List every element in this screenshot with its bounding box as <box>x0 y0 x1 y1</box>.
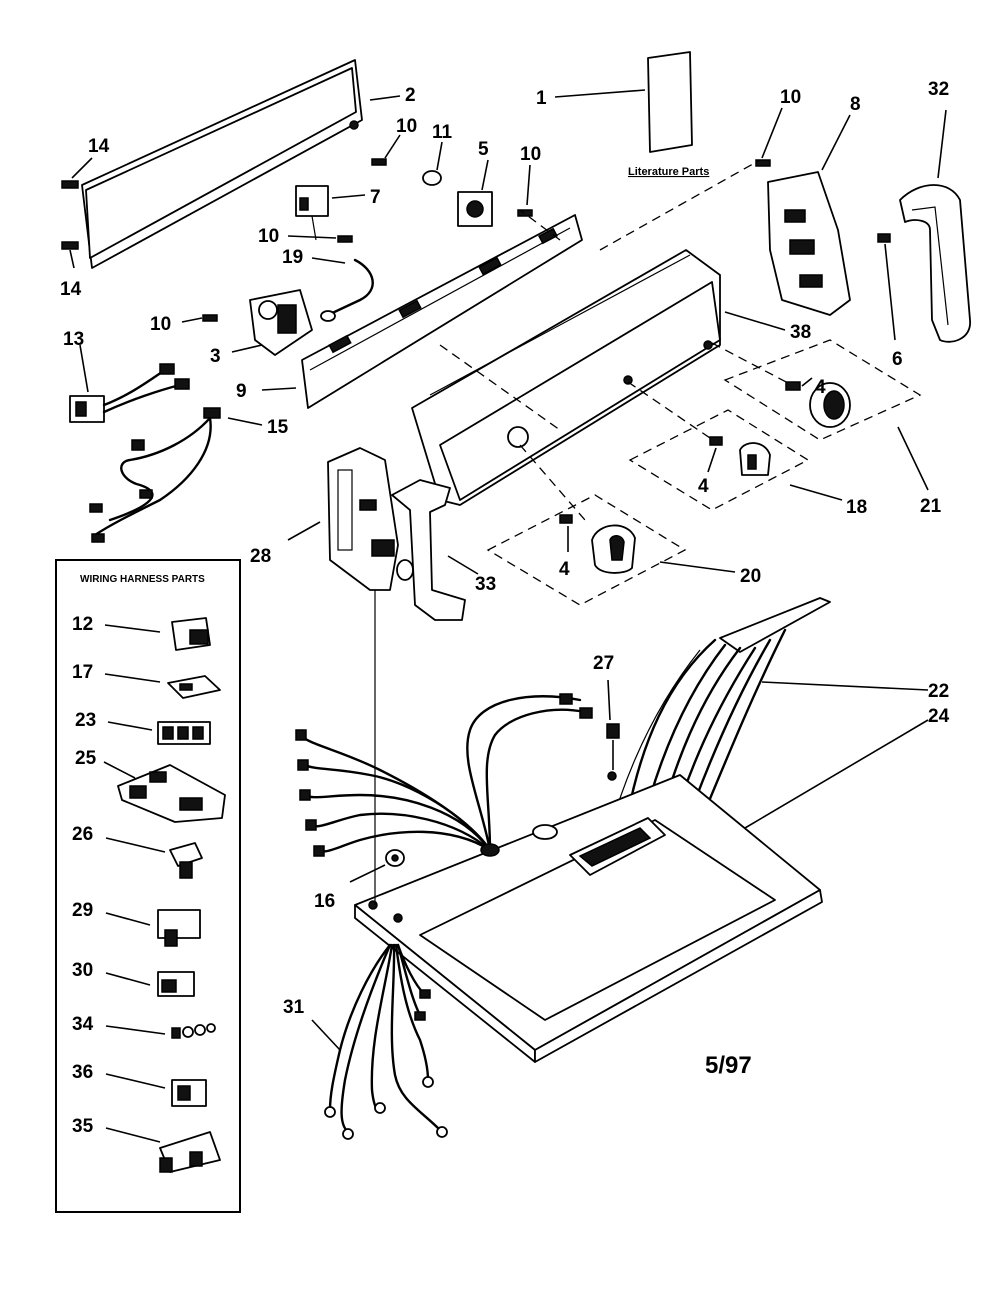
callout-10-d: 10 <box>150 314 171 335</box>
callout-24: 24 <box>928 706 950 727</box>
part-19-wire <box>320 258 374 322</box>
harness-part-29: 29 <box>72 900 93 921</box>
part-13-harness <box>69 363 190 423</box>
screw-10-a <box>371 158 387 166</box>
callout-28: 28 <box>250 546 271 567</box>
callout-33: 33 <box>475 574 496 595</box>
connector-29 <box>157 909 201 947</box>
connector-26 <box>169 842 203 879</box>
callout-10-b: 10 <box>520 144 541 165</box>
connector-23 <box>157 721 211 745</box>
literature-label: Literature Parts <box>628 166 709 178</box>
screw-10-e <box>755 159 771 167</box>
callout-22: 22 <box>928 681 949 702</box>
part-27-clip <box>606 723 620 770</box>
callout-2: 2 <box>405 85 416 106</box>
harness-part-12: 12 <box>72 614 93 635</box>
connector-12 <box>171 617 211 651</box>
callout-31: 31 <box>283 997 305 1018</box>
callout-9: 9 <box>236 381 247 402</box>
part-8-end-bracket <box>767 171 851 316</box>
callout-4-left: 4 <box>559 559 570 580</box>
callout-38: 38 <box>790 322 811 343</box>
callout-7: 7 <box>370 187 381 208</box>
callout-16: 16 <box>314 891 335 912</box>
callout-10-a: 10 <box>396 116 417 137</box>
harness-part-30: 30 <box>72 960 93 981</box>
callout-10-c: 10 <box>258 226 279 247</box>
screw-10-d <box>202 314 218 322</box>
literature-parts <box>647 51 693 153</box>
callout-13: 13 <box>63 329 84 350</box>
callout-14-upper: 14 <box>88 136 110 157</box>
part-16-clip <box>385 849 405 867</box>
callout-27: 27 <box>593 653 614 674</box>
connector-30 <box>157 971 195 997</box>
connector-34 <box>171 1023 216 1039</box>
part-24-top <box>354 771 823 1063</box>
callout-32: 32 <box>928 79 949 100</box>
screw-6 <box>877 233 891 243</box>
part-33-end-cap <box>391 479 466 621</box>
connector-36 <box>171 1079 207 1107</box>
harness-part-17: 17 <box>72 662 93 683</box>
harness-part-23: 23 <box>75 710 96 731</box>
knob-group-21 <box>723 339 922 441</box>
part-15-harness <box>89 407 221 543</box>
harness-part-34: 34 <box>72 1014 94 1035</box>
part-7-switch <box>295 185 329 241</box>
part-5-switch <box>457 191 493 227</box>
callout-1: 1 <box>536 88 547 109</box>
callout-18: 18 <box>846 497 867 518</box>
callout-5: 5 <box>478 139 489 160</box>
harness-part-26: 26 <box>72 824 93 845</box>
callout-14-lower: 14 <box>60 279 82 300</box>
callout-15: 15 <box>267 417 289 438</box>
screw-10-c <box>337 235 353 243</box>
screw-14-upper <box>61 180 79 189</box>
wiring-harness-parts-box: WIRING HARNESS PARTS 12 17 23 25 <box>55 559 241 1213</box>
harness-part-25: 25 <box>75 748 97 769</box>
callout-8: 8 <box>850 94 861 115</box>
connector-35 <box>159 1131 221 1173</box>
part-3-timer <box>249 289 313 356</box>
left-top-harness <box>295 693 593 857</box>
rear-panel-plate <box>81 59 363 269</box>
part-32-end-cap <box>899 184 971 343</box>
callout-6: 6 <box>892 349 903 370</box>
callout-11: 11 <box>432 122 453 143</box>
callout-20: 20 <box>740 566 761 587</box>
knob-group-18 <box>628 409 810 511</box>
screw-10-b <box>517 209 533 217</box>
callout-4-right: 4 <box>815 377 826 398</box>
harness-box-title: WIRING HARNESS PARTS <box>80 574 205 585</box>
callout-3: 3 <box>210 346 221 367</box>
part-28-bracket <box>327 447 414 591</box>
screw-14-lower <box>61 241 79 250</box>
date-code: 5/97 <box>705 1052 752 1079</box>
connector-25 <box>117 764 226 823</box>
part-9-bracket <box>301 214 583 409</box>
callout-21: 21 <box>920 496 942 517</box>
part-11-clip <box>422 170 442 186</box>
callout-10-e: 10 <box>780 87 801 108</box>
part-31-harness <box>324 943 448 1140</box>
harness-part-36: 36 <box>72 1062 93 1083</box>
callout-4-middle: 4 <box>698 476 709 497</box>
callout-19: 19 <box>282 247 303 268</box>
connector-17 <box>167 675 221 699</box>
harness-part-35: 35 <box>72 1116 94 1137</box>
knob-group-20 <box>486 494 687 606</box>
